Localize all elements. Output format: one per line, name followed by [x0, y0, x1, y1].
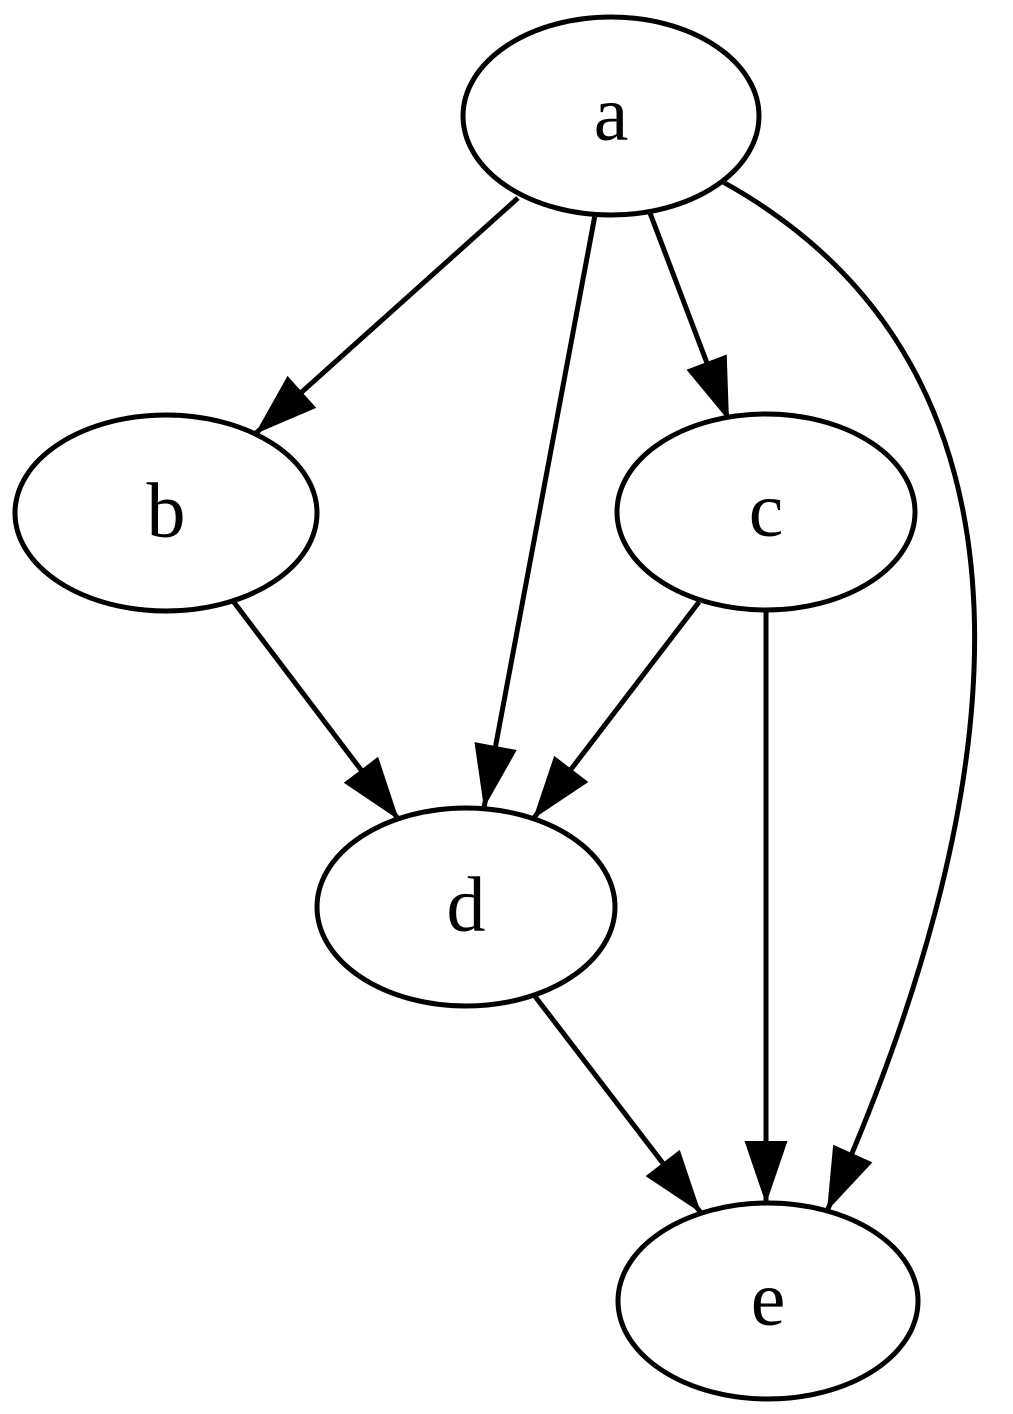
edge-line [721, 179, 977, 1213]
node-a: a [460, 14, 762, 218]
edge-c-d [531, 600, 701, 821]
node-a-shape [460, 14, 762, 218]
arrowhead-icon [645, 1149, 701, 1213]
node-b-label: b [147, 466, 186, 553]
node-c-label: c [749, 465, 784, 552]
node-d: d [314, 805, 618, 1009]
node-d-label: d [447, 860, 486, 947]
arrowhead-icon [744, 1141, 788, 1204]
edge-a-d [474, 214, 598, 809]
arrowhead-icon [686, 354, 729, 421]
arrowhead-icon [827, 1144, 873, 1211]
edge-d-e [532, 993, 703, 1215]
node-a-label: a [594, 69, 629, 156]
arrowhead-icon [474, 742, 517, 808]
node-e-label: e [751, 1254, 786, 1341]
node-d-shape [314, 805, 618, 1009]
arrowhead-icon [533, 755, 589, 819]
edge-a-b [253, 196, 520, 436]
edge-b-d [231, 599, 401, 822]
node-e: e [615, 1200, 921, 1402]
edge-line [481, 214, 598, 809]
node-c: c [614, 411, 918, 613]
arrowhead-icon [255, 375, 317, 434]
edge-a-e [721, 179, 977, 1213]
edge-c-e [744, 610, 788, 1204]
arrowhead-icon [343, 756, 399, 820]
node-e-shape [615, 1200, 921, 1402]
node-b: b [12, 412, 320, 614]
node-b-shape [12, 412, 320, 614]
node-c-shape [614, 411, 918, 613]
edge-a-c [647, 212, 732, 422]
